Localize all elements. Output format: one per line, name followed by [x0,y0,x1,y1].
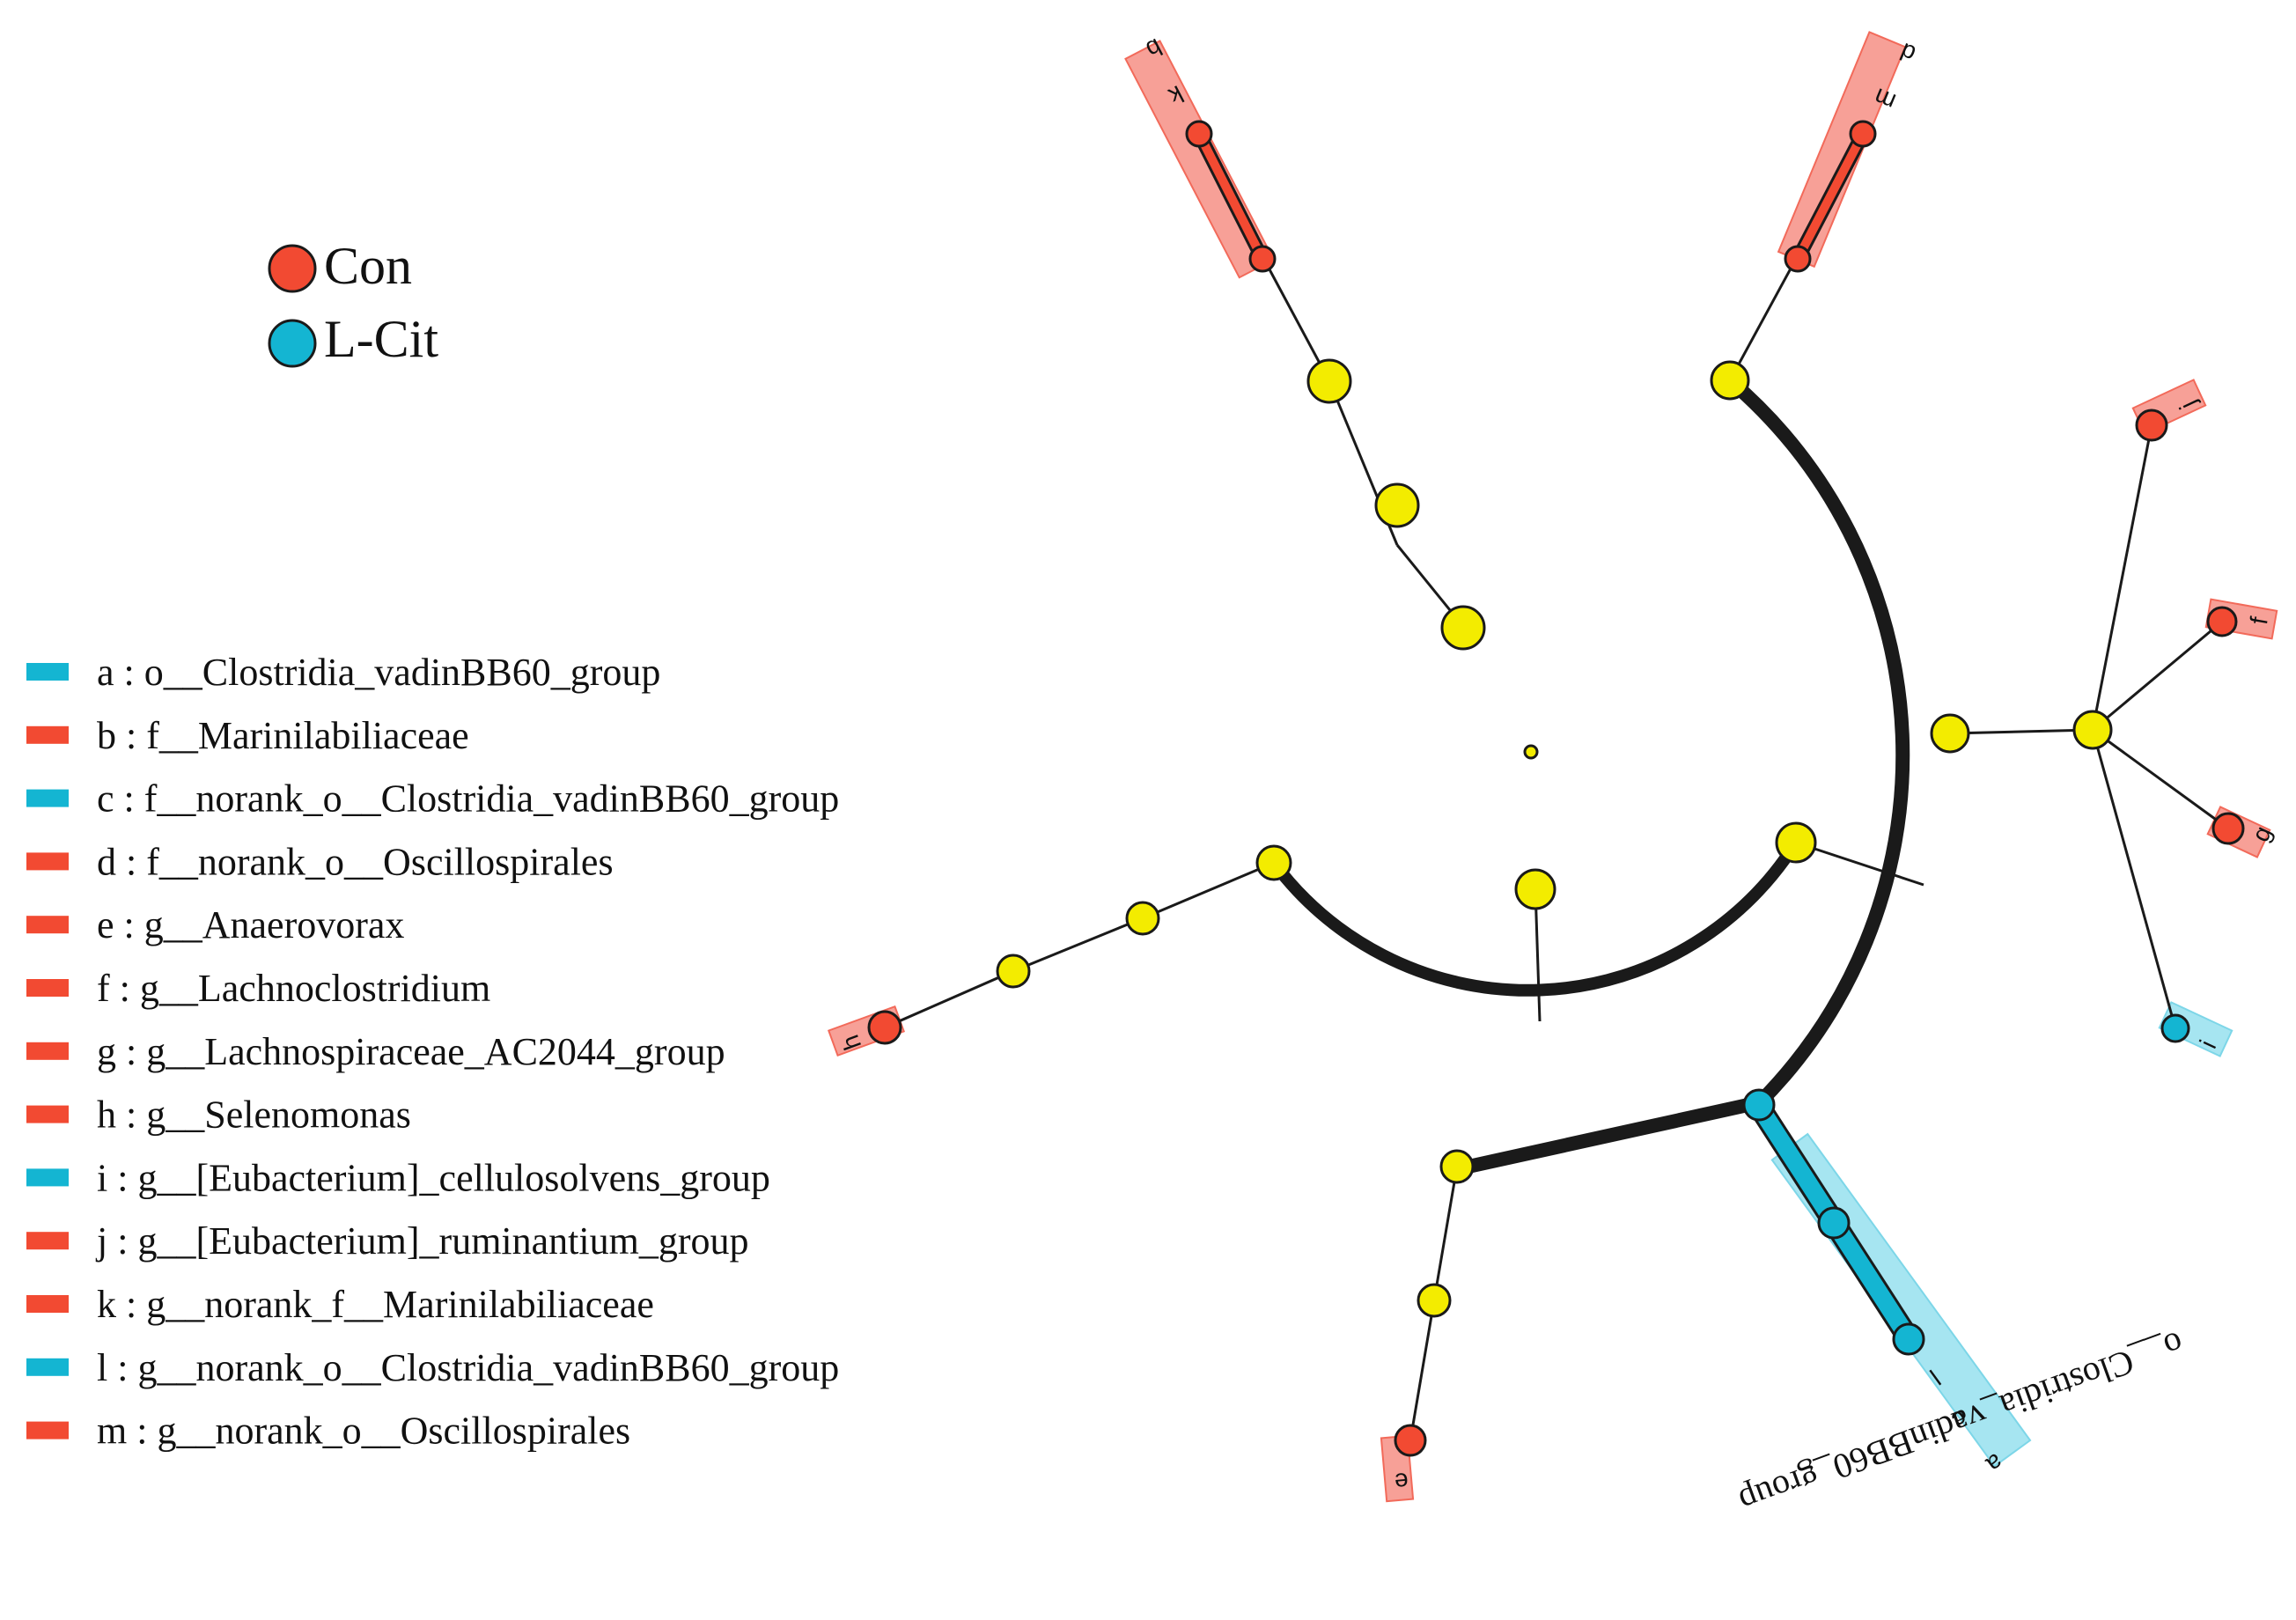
key-label-i: i : g__[Eubacterium]_cellulosolvens_grou… [97,1156,770,1199]
group-legend: Con L-Cit [268,237,438,368]
node-con [2135,409,2168,442]
key-row-b: b : f__Marinilabiliaceae [26,714,469,757]
node-con [1784,245,1812,273]
cladogram-arcs [1268,373,1910,1174]
node-lcit [1892,1322,1925,1356]
key-label-e: e : g__Anaerovorax [97,903,404,946]
key-label-d: d : f__norank_o__Oscillospirales [97,840,614,883]
key-row-f: f : g__Lachnoclostridium [26,967,490,1010]
node-yellow [1125,901,1160,936]
clade-highlights [828,31,2278,1503]
key-label-b: b : f__Marinilabiliaceae [97,714,469,757]
key-row-c: c : f__norank_o__Clostridia_vadinBB60_gr… [26,777,839,821]
arc-outer [1461,373,1910,1174]
node-yellow [2072,710,2113,750]
node-con [2211,812,2245,845]
node-yellow [1930,713,1970,754]
node-con [1185,120,1213,148]
key-label-g: g : g__Lachnospiraceae_AC2044_group [97,1030,725,1073]
arc-inner [1268,836,1802,997]
legend-con-label: Con [324,237,412,295]
key-row-k: k : g__norank_f__Marinilabiliaceae [26,1283,654,1326]
node-yellow [996,954,1031,989]
node-yellow [1775,821,1817,864]
key-swatch-a [26,663,69,681]
key-label-l: l : g__norank_o__Clostridia_vadinBB60_gr… [97,1346,839,1389]
colored-branches [1192,127,1920,1350]
key-label-m: m : g__norank_o__Oscillospirales [97,1410,630,1453]
node-con [1394,1424,1427,1457]
node-con [1849,120,1877,148]
legend-con-marker [268,244,317,293]
node-yellow [1374,482,1420,528]
root-node [1523,744,1539,760]
node-lcit [1817,1206,1851,1240]
highlight-d [1777,31,1907,269]
node-tag-e: e [1394,1468,1409,1496]
key-swatch-c [26,789,69,807]
key-swatch-i [26,1168,69,1187]
key-swatch-d [26,852,69,871]
key-row-h: h : g__Selenomonas [26,1094,411,1137]
node-lcit [2160,1013,2190,1043]
key-swatch-b [26,725,69,744]
key-swatch-h [26,1105,69,1123]
node-yellow [1255,844,1292,881]
key-swatch-j [26,1232,69,1250]
legend-lcit-label: L-Cit [324,310,438,368]
key-row-l: l : g__norank_o__Clostridia_vadinBB60_gr… [26,1346,839,1389]
key-swatch-k [26,1295,69,1313]
key-swatch-l [26,1358,69,1376]
cladogram-nodes [867,120,2245,1457]
cladogram-branches [884,131,2229,1441]
node-yellow [1439,1149,1475,1184]
key-swatch-m [26,1421,69,1440]
key-row-m: m : g__norank_o__Oscillospirales [26,1410,630,1453]
key-row-a: a : o__Clostridia_vadinBB60_group [26,651,660,694]
key-label-f: f : g__Lachnoclostridium [97,967,490,1010]
node-yellow [1417,1283,1452,1318]
node-tags: b k d m j f g i h e a c l [836,33,2278,1496]
node-yellow [1710,360,1750,401]
key-row-i: i : g__[Eubacterium]_cellulosolvens_grou… [26,1156,770,1199]
key-row-g: g : g__Lachnospiraceae_AC2044_group [26,1030,725,1073]
node-con [867,1010,902,1045]
key-swatch-f [26,979,69,997]
node-con [2206,606,2238,637]
key-label-c: c : f__norank_o__Clostridia_vadinBB60_gr… [97,777,839,821]
node-yellow [1306,358,1352,404]
key-row-j: j : g__[Eubacterium]_ruminantium_group [26,1219,749,1263]
key-swatch-e [26,916,69,934]
node-lcit [1742,1088,1776,1122]
key-label-k: k : g__norank_f__Marinilabiliaceae [97,1283,654,1326]
key-row-d: d : f__norank_o__Oscillospirales [26,840,614,883]
legend-lcit-marker [268,319,317,368]
key-label-h: h : g__Selenomonas [97,1094,411,1137]
node-yellow [1514,868,1556,910]
key-label-a: a : o__Clostridia_vadinBB60_group [97,651,660,694]
node-con [1248,245,1277,273]
key-row-e: e : g__Anaerovorax [26,903,404,946]
key-swatch-g [26,1042,69,1060]
key-label-j: j : g__[Eubacterium]_ruminantium_group [95,1219,749,1263]
node-yellow [1440,605,1486,651]
